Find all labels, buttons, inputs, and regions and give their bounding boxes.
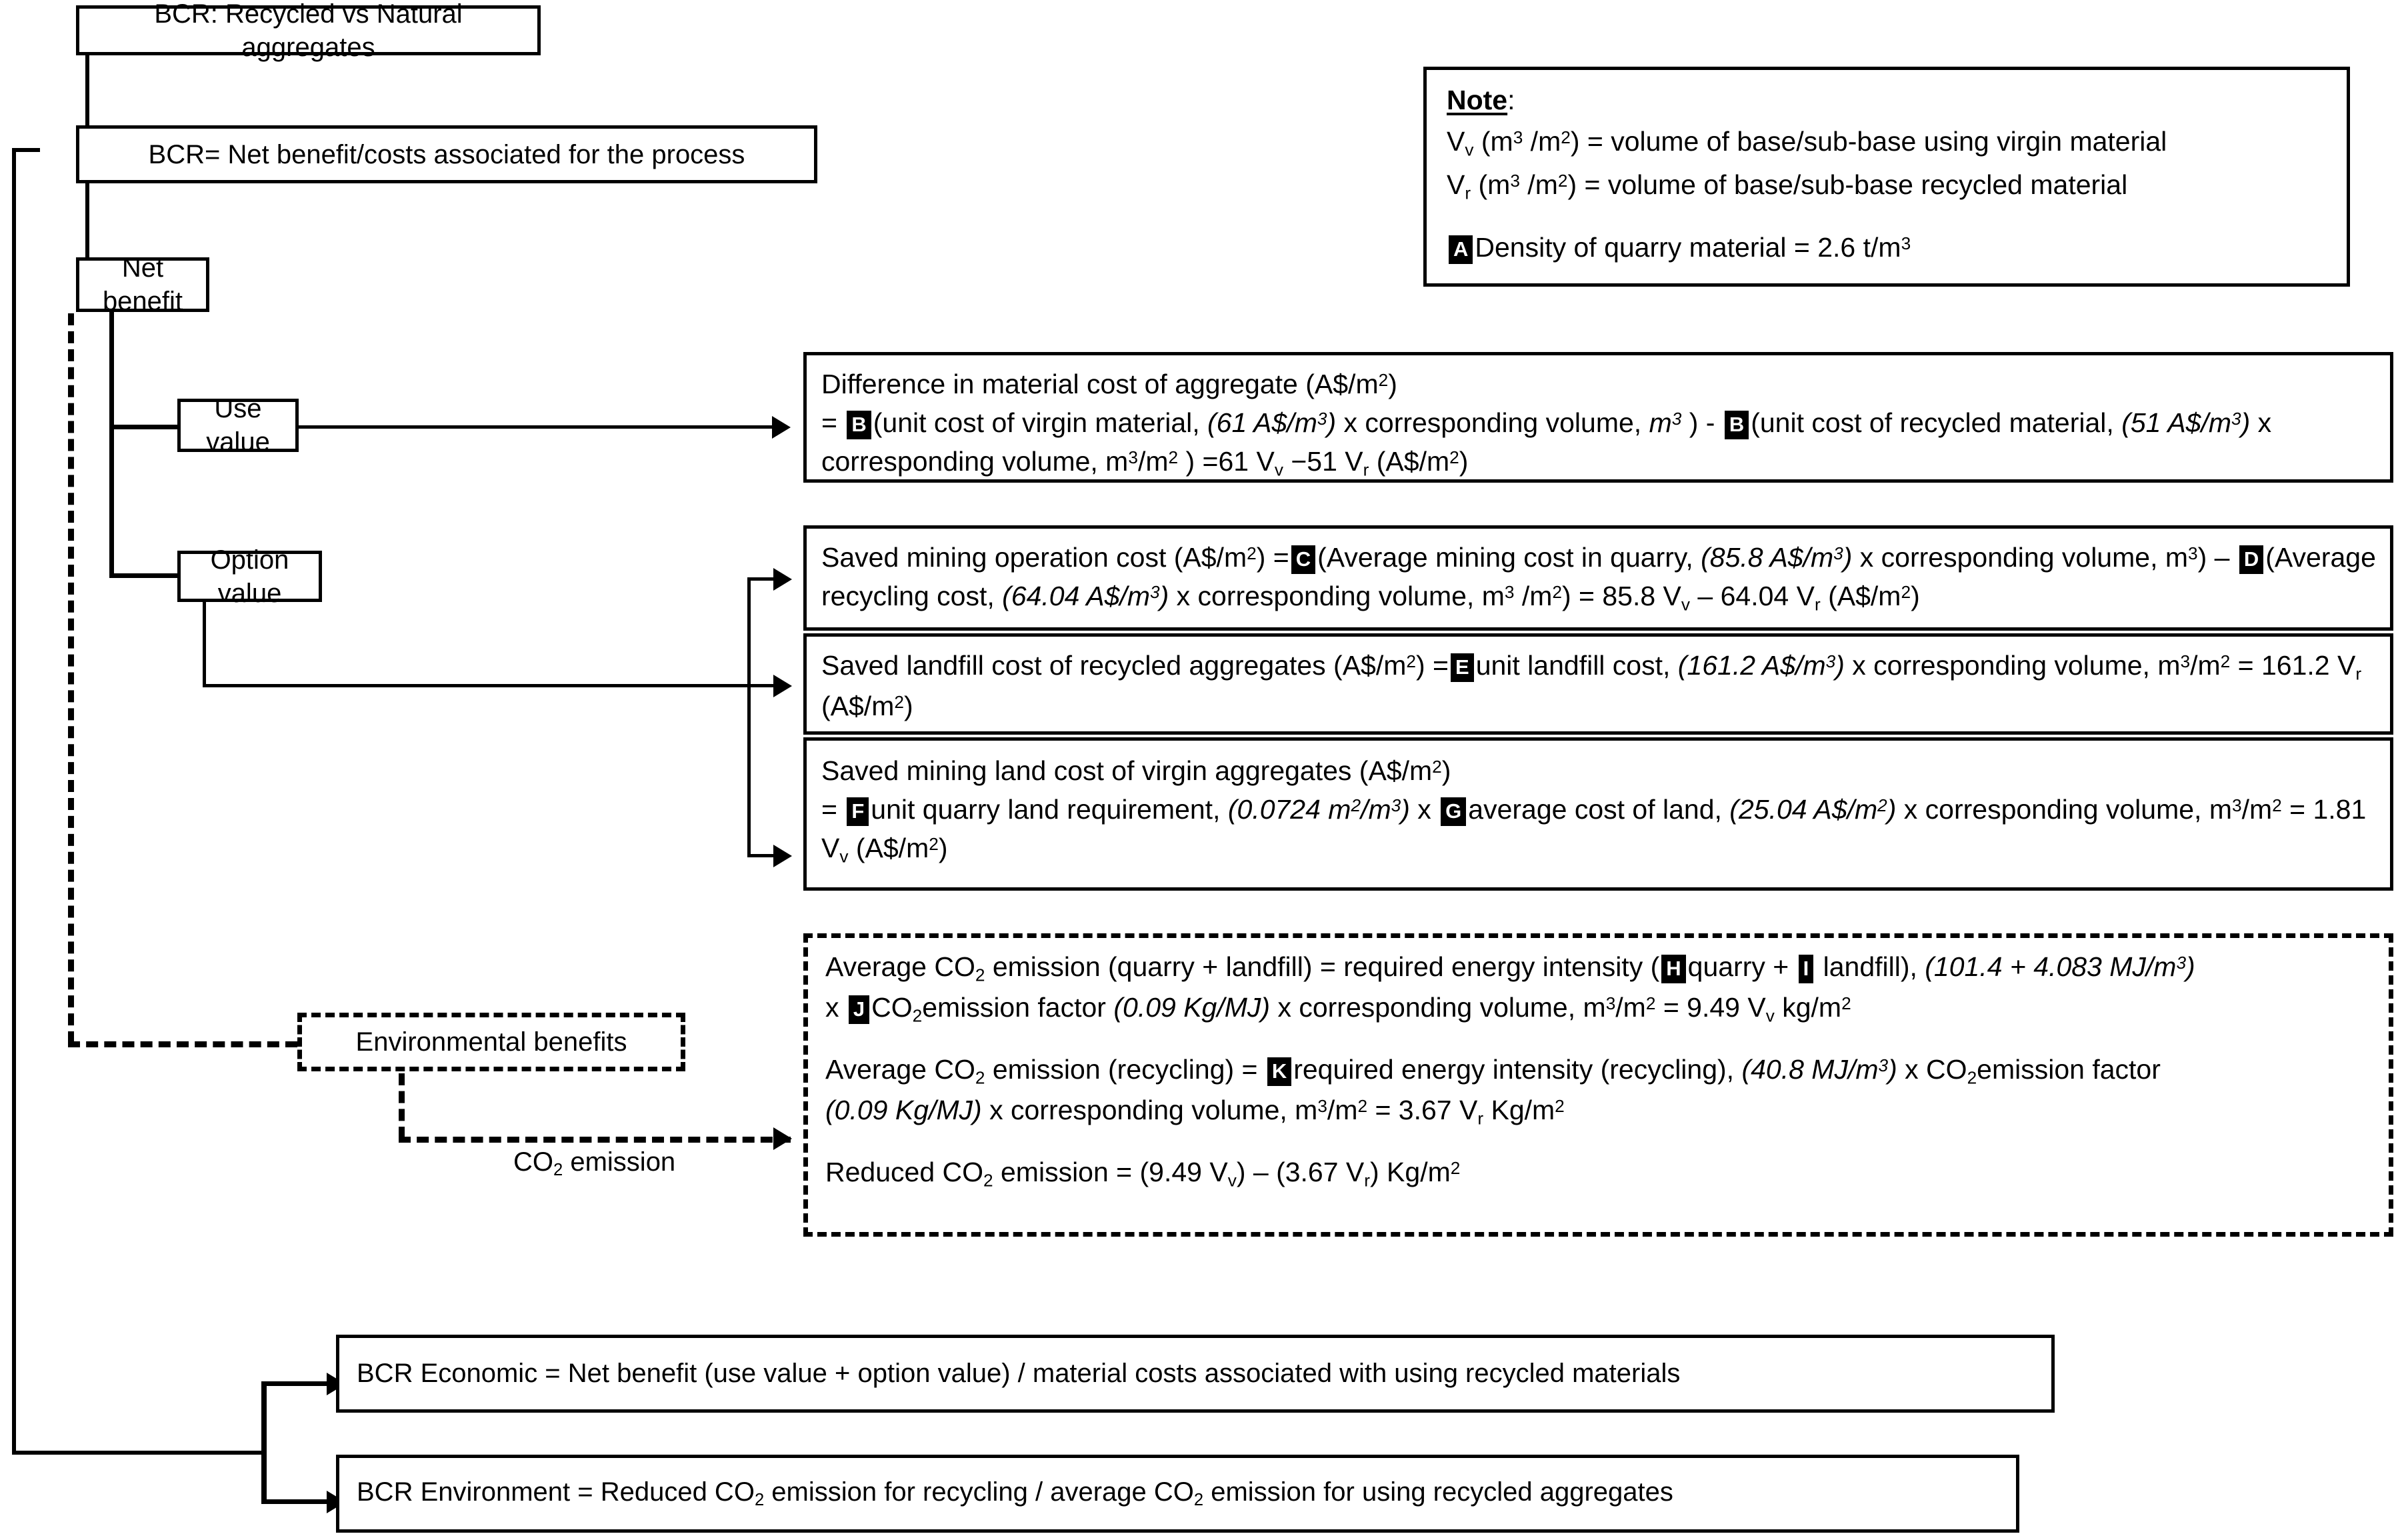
connector-optionvalue-bus xyxy=(203,684,751,687)
note-box: Note: Vv (m3 /m2) = volume of base/sub-b… xyxy=(1423,67,2350,287)
saved-mining-land-cost-text: Saved mining land cost of virgin aggrega… xyxy=(821,755,2367,867)
connector-optionvalue-riser xyxy=(747,577,751,857)
connector-dashed-to-environmental xyxy=(68,1041,297,1047)
tag-i-icon: I xyxy=(1798,955,1814,983)
tag-e-icon: E xyxy=(1451,653,1474,682)
connector-left-spine-bottom xyxy=(12,1451,265,1455)
note-heading: Note: xyxy=(1447,85,1515,115)
connector-usevalue-to-detail xyxy=(255,425,775,429)
tag-k-icon: K xyxy=(1267,1057,1292,1086)
connector-bottom-to-environment xyxy=(261,1499,331,1504)
bcr-environment-label: BCR Environment = Reduced CO2 emission f… xyxy=(357,1477,1673,1510)
tag-h-icon: H xyxy=(1661,955,1686,983)
co2-average-quarry-landfill-text: Average CO2 emission (quarry + landfill)… xyxy=(825,951,2195,1025)
connector-dashed-env-drop xyxy=(399,1073,405,1139)
bcr-economic-label: BCR Economic = Net benefit (use value + … xyxy=(357,1359,1681,1388)
co2-emission-detail-box: Average CO2 emission (quarry + landfill)… xyxy=(803,933,2393,1237)
tag-b-icon-2: B xyxy=(1724,411,1749,440)
use-value-detail-box: Difference in material cost of aggregate… xyxy=(803,352,2393,483)
title-box[interactable]: BCR: Recycled vs Natural aggregates xyxy=(76,0,541,62)
saved-mining-operation-cost-box: Saved mining operation cost (A$/m2) =C(A… xyxy=(803,525,2393,631)
saved-mining-land-cost-box: Saved mining land cost of virgin aggrega… xyxy=(803,737,2393,891)
use-value-label: Use value xyxy=(206,394,270,457)
connector-dashed-netbenefit-drop xyxy=(68,313,74,1043)
note-line-vv: Vv (m3 /m2) = volume of base/sub-base us… xyxy=(1447,126,2167,160)
bcr-definition-box[interactable]: BCR= Net benefit/costs associated for th… xyxy=(76,125,817,183)
tag-j-icon: J xyxy=(848,995,870,1024)
bcr-environment-box[interactable]: BCR Environment = Reduced CO2 emission f… xyxy=(336,1455,2019,1533)
saved-mining-operation-cost-text: Saved mining operation cost (A$/m2) =C(A… xyxy=(821,542,2376,615)
connector-left-spine-vertical xyxy=(12,148,16,1455)
arrowhead-option-d2 xyxy=(773,675,792,697)
connector-bcr-left-stub xyxy=(12,148,40,152)
connector-title-to-bcr xyxy=(85,55,89,125)
arrowhead-option-d1 xyxy=(773,568,792,591)
tag-b-icon-1: B xyxy=(847,411,871,440)
net-benefit-label: Net benefit xyxy=(102,253,183,316)
connector-netbenefit-to-usevalue xyxy=(109,425,179,429)
co2-reduced-text: Reduced CO2 emission = (9.49 Vv) – (3.67… xyxy=(825,1157,1461,1191)
environmental-benefits-label: Environmental benefits xyxy=(355,1027,627,1057)
saved-landfill-cost-box: Saved landfill cost of recycled aggregat… xyxy=(803,633,2393,735)
connector-optionvalue-to-d2 xyxy=(747,684,779,687)
tag-g-icon: G xyxy=(1441,797,1467,827)
arrowhead-co2-detail xyxy=(773,1127,792,1150)
connector-optionvalue-drop xyxy=(203,600,206,687)
bcr-definition-label: BCR= Net benefit/costs associated for th… xyxy=(148,139,745,169)
note-content: Note: Vv (m3 /m2) = volume of base/sub-b… xyxy=(1447,79,2327,268)
tag-c-icon: C xyxy=(1291,545,1316,574)
environmental-benefits-box[interactable]: Environmental benefits xyxy=(297,1013,685,1071)
option-value-label: Option value xyxy=(210,545,289,608)
tag-f-icon: F xyxy=(847,797,869,827)
connector-dashed-env-to-co2 xyxy=(399,1137,791,1143)
co2-emission-edge-label: CO2 emission xyxy=(513,1147,676,1180)
use-value-detail-text: Difference in material cost of aggregate… xyxy=(821,369,2272,480)
option-value-box[interactable]: Option value xyxy=(177,545,322,608)
bcr-economic-box[interactable]: BCR Economic = Net benefit (use value + … xyxy=(336,1335,2055,1413)
connector-optionvalue-to-d1 xyxy=(747,577,779,581)
connector-optionvalue-to-d3 xyxy=(747,854,779,857)
tag-a-icon: A xyxy=(1449,235,1473,264)
note-spacer xyxy=(1447,207,2327,227)
arrowhead-use-value-detail xyxy=(772,416,791,439)
tag-d-icon: D xyxy=(2239,545,2264,574)
note-line-vr: Vr (m3 /m2) = volume of base/sub-base re… xyxy=(1447,169,2128,203)
title-box-label: BCR: Recycled vs Natural aggregates xyxy=(154,0,463,62)
net-benefit-box[interactable]: Net benefit xyxy=(76,253,209,316)
connector-bcr-to-netbenefit xyxy=(85,183,89,257)
use-value-box[interactable]: Use value xyxy=(177,394,299,457)
connector-bottom-to-economic xyxy=(261,1381,331,1386)
connector-bottom-split-vertical xyxy=(261,1383,267,1503)
connector-netbenefit-trunk xyxy=(109,311,114,577)
saved-landfill-cost-text: Saved landfill cost of recycled aggregat… xyxy=(821,650,2362,721)
connector-netbenefit-to-optionvalue xyxy=(109,573,179,578)
arrowhead-option-d3 xyxy=(773,845,792,867)
